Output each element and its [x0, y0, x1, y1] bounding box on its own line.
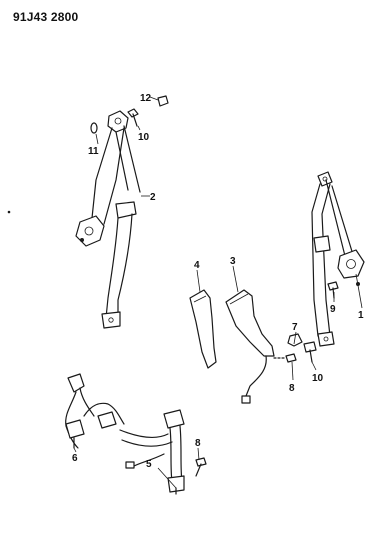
- part-12-cover-cap: [157, 95, 169, 107]
- part-10-bolt-upper: [127, 108, 139, 127]
- part-8-bolt-middle: [273, 353, 297, 363]
- callout-2: 2: [150, 192, 156, 203]
- part-2-belt-assembly: [75, 110, 141, 329]
- callout-5: 5: [146, 459, 152, 470]
- callout-8-lower: 8: [195, 438, 201, 449]
- speck: [7, 210, 11, 214]
- part-8-bolt-lower: [195, 457, 207, 477]
- part-3-buckle: [225, 289, 275, 404]
- callout-8-middle: 8: [289, 383, 295, 394]
- part-10-bolt-middle: [303, 341, 317, 363]
- part-9-bolt: [327, 281, 339, 299]
- callout-4: 4: [194, 260, 200, 271]
- part-1-belt-assembly: [311, 171, 365, 347]
- callout-9: 9: [330, 304, 336, 315]
- part-6-rear-belt: [65, 373, 125, 449]
- part-5-rear-belt: [119, 409, 185, 495]
- part-4-buckle: [189, 289, 217, 369]
- callout-6: 6: [72, 453, 78, 464]
- callout-labels: 2 10 11 12 1 4 3 7 8 10 9 6 5 8: [72, 93, 364, 470]
- leader-lines: [73, 96, 363, 489]
- part-11-washer: [90, 122, 98, 134]
- callout-1: 1: [358, 310, 364, 321]
- diagram-code: 91J43 2800: [13, 10, 79, 24]
- callout-3: 3: [230, 256, 236, 267]
- callout-10-upper: 10: [138, 132, 150, 143]
- callout-11: 11: [88, 146, 99, 157]
- callout-7: 7: [292, 322, 298, 333]
- callout-10-middle: 10: [312, 373, 324, 384]
- callout-12: 12: [140, 93, 152, 104]
